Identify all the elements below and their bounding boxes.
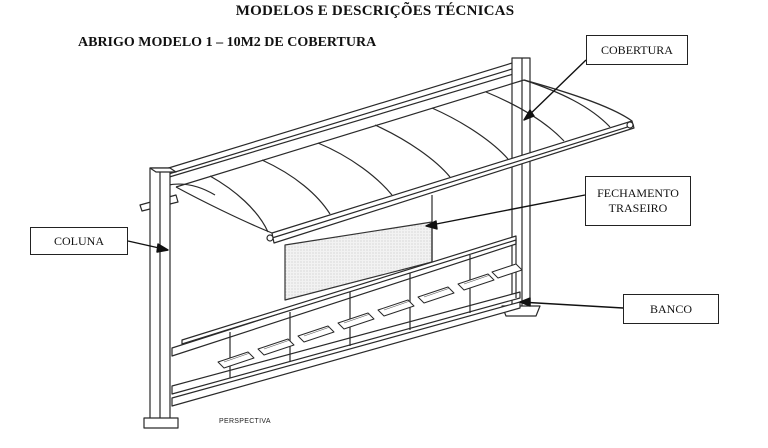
drawing-subtitle: ABRIGO MODELO 1 – 10M2 DE COBERTURA (78, 35, 377, 50)
bench-seats (217, 263, 523, 369)
callout-cobertura-label: COBERTURA (601, 42, 673, 57)
callout-fechamento-line2: TRASEIRO (608, 201, 668, 215)
callout-coluna-label: COLUNA (54, 233, 104, 248)
rear-right-column (501, 57, 541, 317)
view-label: PERSPECTIVA (219, 418, 271, 425)
callout-banco-label: BANCO (649, 301, 692, 316)
callout-cobertura: COBERTURA (586, 35, 688, 65)
page-title: MODELOS E DESCRIÇÕES TÉCNICAS (235, 3, 515, 19)
leader-lines (127, 59, 624, 309)
front-left-column (143, 167, 179, 429)
callout-coluna: COLUNA (30, 227, 128, 255)
callout-fechamento-line1: FECHAMENTO (597, 186, 679, 200)
bench-frame (171, 235, 521, 407)
callout-fechamento-traseiro: FECHAMENTO TRASEIRO (585, 176, 691, 226)
callout-banco: BANCO (623, 294, 719, 324)
top-rear-beam (161, 59, 523, 179)
